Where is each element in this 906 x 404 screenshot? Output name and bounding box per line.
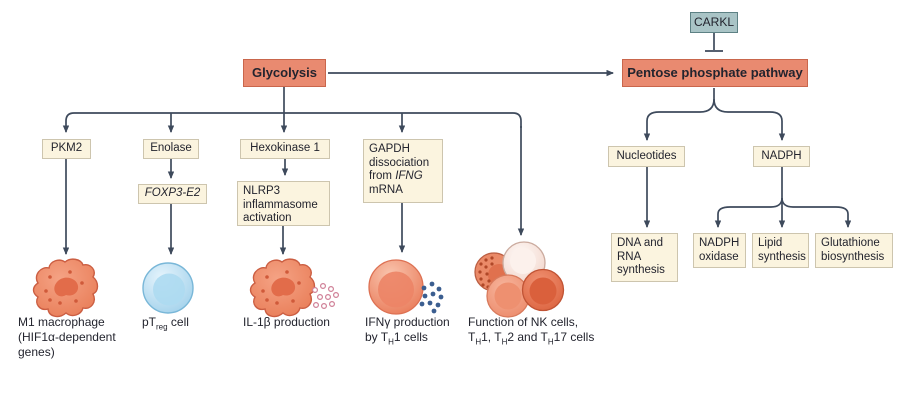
m1-macrophage-illustration: [32, 258, 99, 318]
glycolysis-box: Glycolysis: [243, 59, 326, 87]
pkm2-box: PKM2: [42, 139, 91, 159]
carkl-box: CARKL: [690, 12, 738, 33]
ifng-secreted-dots: [419, 281, 444, 314]
m1-macrophage-label: M1 macrophage (HIF1α-dependent genes): [18, 315, 116, 359]
foxp3-box: FOXP3-E2: [138, 184, 207, 204]
nk-cells-function-label: Function of NK cells, TH1, TH2 and TH17 …: [468, 315, 595, 347]
dna-rna-synthesis-box: DNA and RNA synthesis: [611, 233, 678, 282]
enolase-box: Enolase: [143, 139, 199, 159]
il1b-production-label: IL-1β production: [243, 315, 330, 329]
hexokinase-box: Hexokinase 1: [240, 139, 330, 159]
lipid-synthesis-box: Lipid synthesis: [752, 233, 809, 268]
th1-cell-illustration: [368, 259, 424, 315]
nadph-oxidase-box: NADPH oxidase: [693, 233, 746, 268]
nk-tcell-cluster-illustration: [474, 241, 565, 318]
il1b-secreted-dots: [312, 283, 340, 310]
pentose-phosphate-pathway-box: Pentose phosphate pathway: [622, 59, 808, 87]
nadph-box: NADPH: [753, 146, 810, 167]
ifng-production-label: IFNγ production by TH1 cells: [365, 315, 450, 347]
nlrp3-box: NLRP3 inflammasome activation: [237, 181, 330, 226]
ptreg-cell-label: pTreg cell: [142, 315, 189, 332]
ptreg-cell-illustration: [142, 262, 194, 314]
il1b-macrophage-illustration: [249, 258, 316, 318]
gapdh-box: GAPDH dissociation from IFNG mRNA: [363, 139, 443, 203]
nucleotides-box: Nucleotides: [608, 146, 685, 167]
glutathione-biosynthesis-box: Glutathione biosynthesis: [815, 233, 893, 268]
